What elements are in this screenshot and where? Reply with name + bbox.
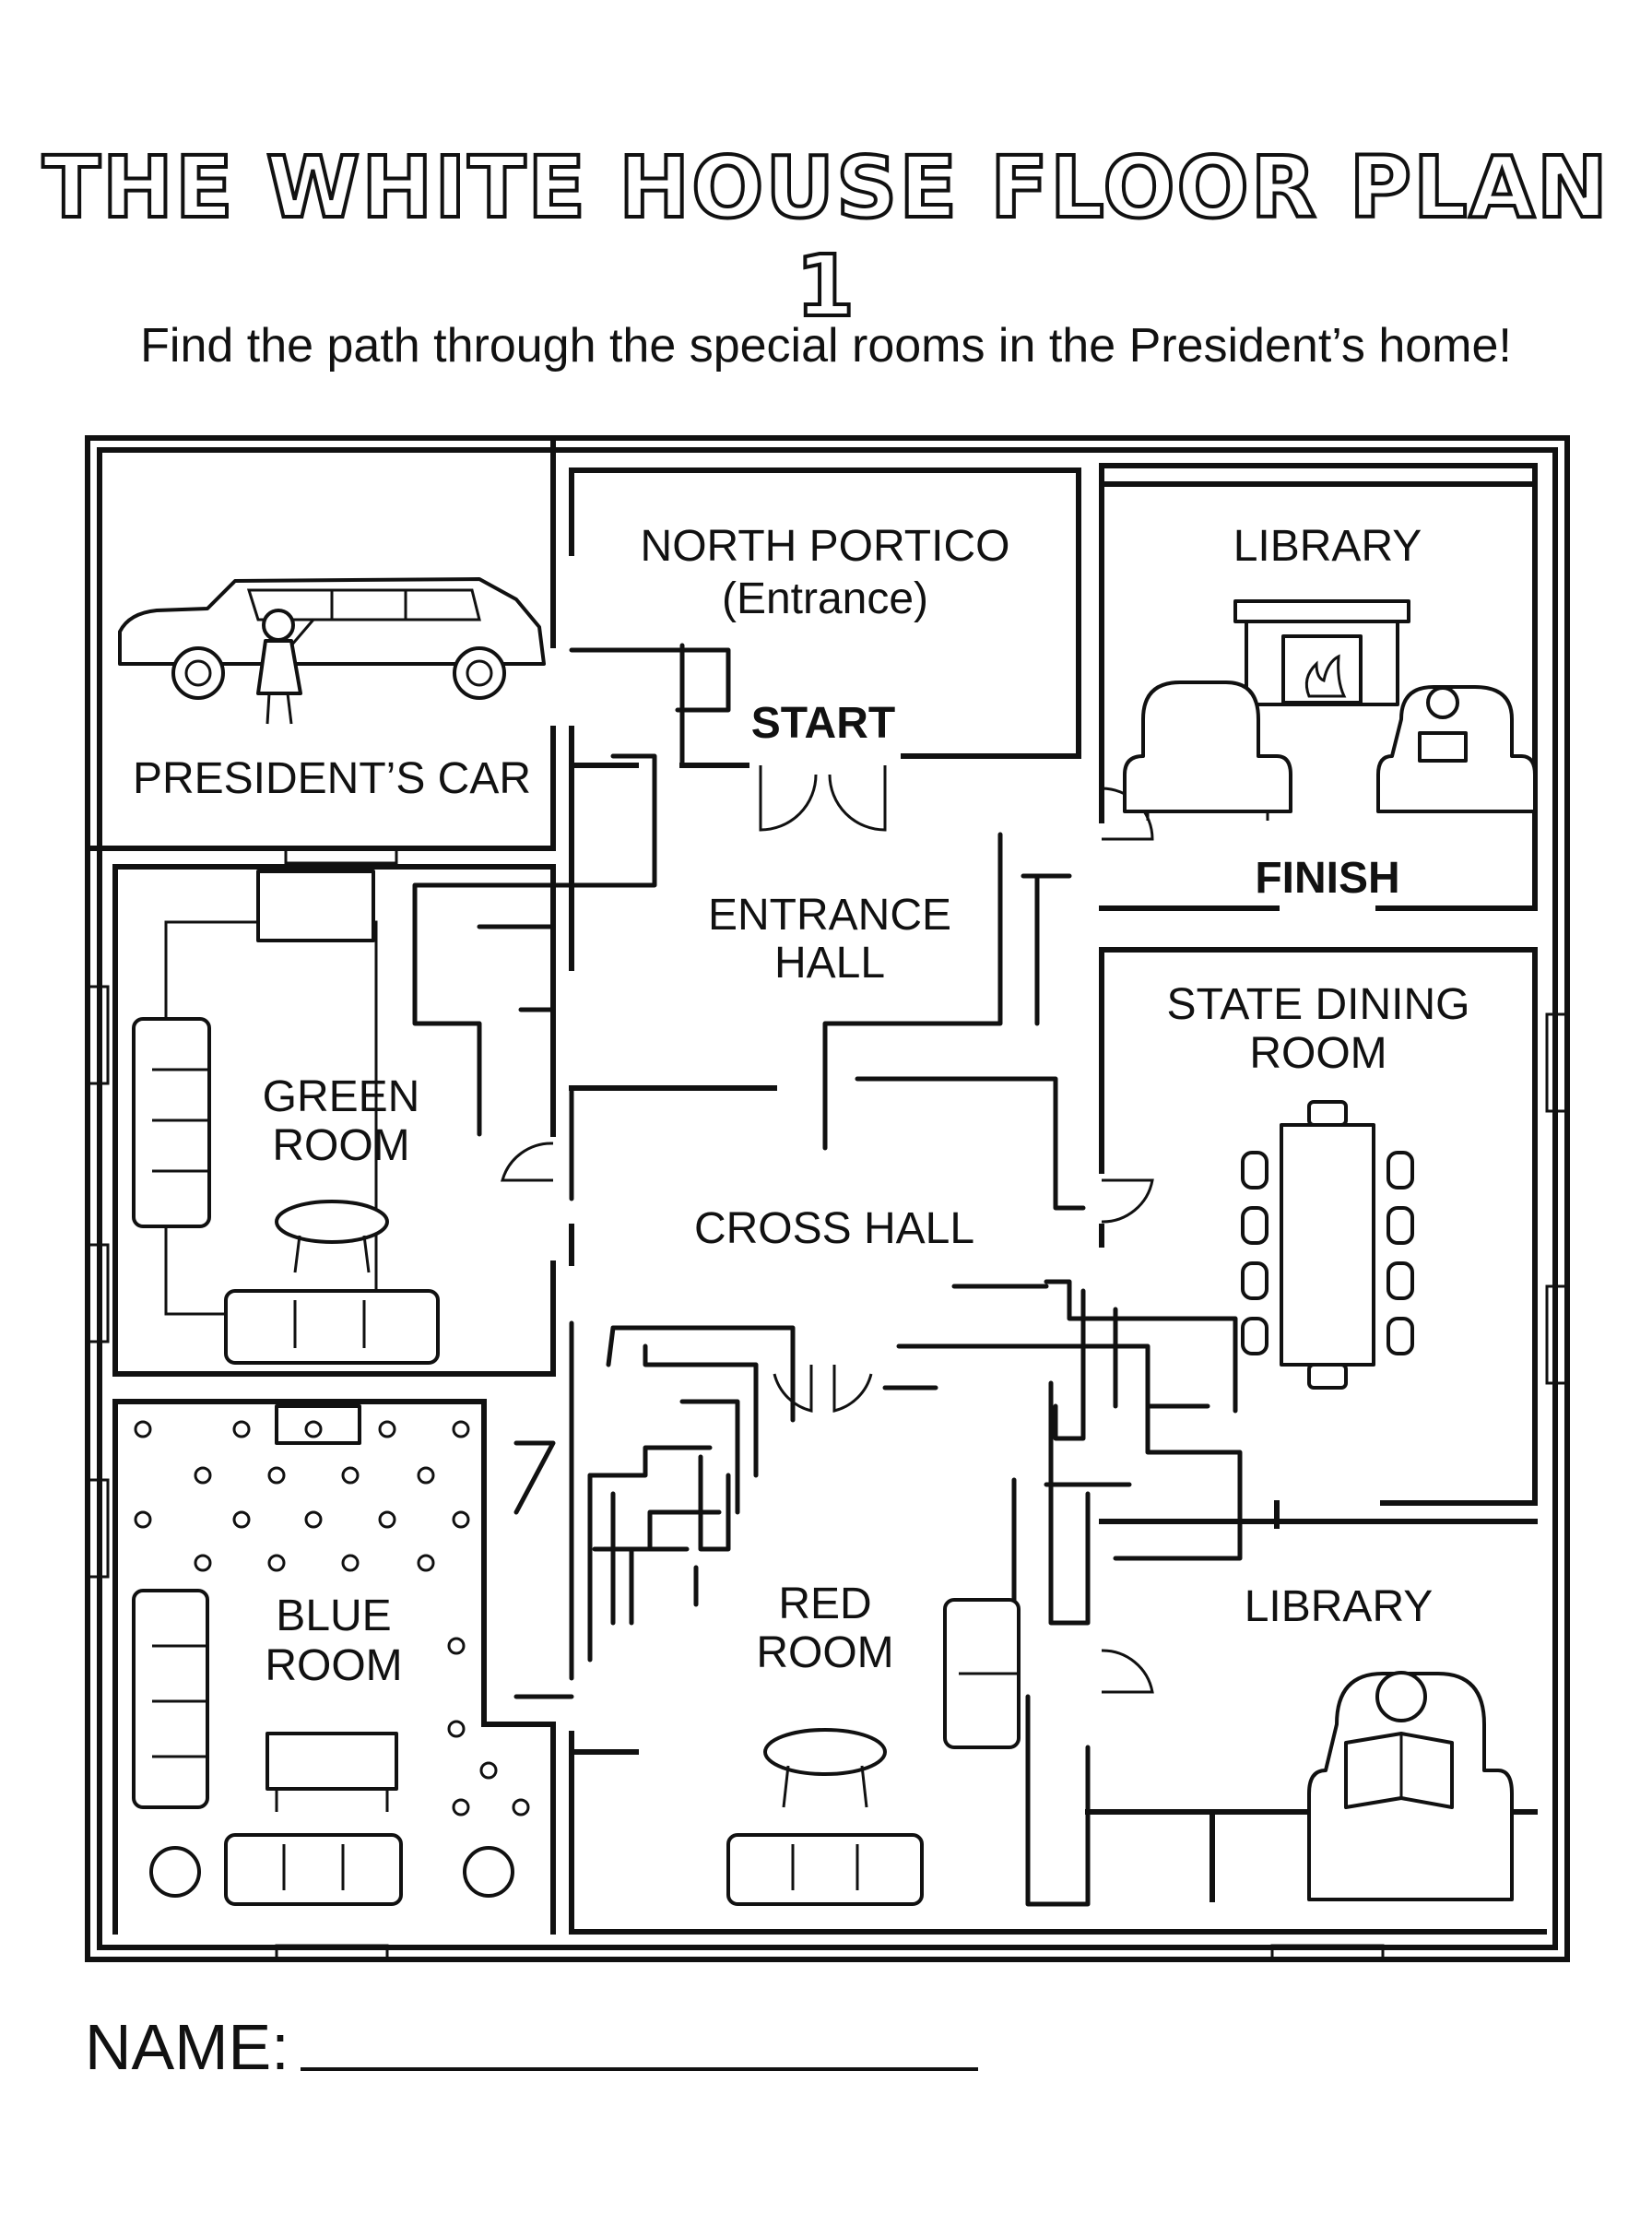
carpet-dot [341, 1466, 360, 1485]
carpet-dot [134, 1420, 152, 1438]
label-presidents-car: PRESIDENT’S CAR [133, 754, 531, 803]
carpet-dot [447, 1637, 466, 1655]
green-room-furniture [132, 870, 440, 1365]
label-blue-room-2: ROOM [265, 1641, 402, 1690]
room-walls [85, 440, 1547, 1935]
carpet-dot [194, 1554, 212, 1572]
page-subtitle: Find the path through the special rooms … [140, 319, 1512, 373]
carpet-dot [378, 1510, 396, 1529]
carpet-dot [267, 1554, 286, 1572]
carpet-dot [341, 1554, 360, 1572]
carpet-dot [232, 1510, 251, 1529]
outer-walls [85, 435, 1570, 1962]
label-red-room-1: RED [778, 1580, 871, 1628]
label-north-portico: NORTH PORTICO [641, 522, 1010, 571]
label-library-top: LIBRARY [1233, 522, 1422, 571]
label-green-room-1: GREEN [263, 1072, 420, 1121]
reading-child-armchair-icon [1307, 1671, 1514, 1901]
start-marker[interactable]: START [751, 699, 895, 748]
carpet-dot [452, 1510, 470, 1529]
label-red-room-2: ROOM [756, 1628, 893, 1677]
label-library-bottom: LIBRARY [1245, 1582, 1434, 1631]
carpet-dot [452, 1420, 470, 1438]
carpet-dot [304, 1510, 323, 1529]
carpet-dot [134, 1510, 152, 1529]
room-labels: NORTH PORTICO (Entrance) LIBRARY PRESIDE… [133, 522, 1469, 1690]
doors [501, 765, 1154, 1694]
carpet-dot [417, 1554, 435, 1572]
name-field[interactable]: NAME: [85, 2010, 978, 2084]
label-blue-room-1: BLUE [276, 1592, 391, 1640]
carpet-dot [479, 1761, 498, 1780]
label-state-dining-2: ROOM [1249, 1029, 1386, 1078]
child-figure-icon [256, 609, 315, 725]
label-entrance-hall-2: HALL [774, 939, 885, 988]
dining-table-icon [1241, 1100, 1414, 1390]
carpet-dot [378, 1420, 396, 1438]
label-north-portico-sub: (Entrance) [722, 574, 928, 623]
name-line[interactable] [300, 2067, 978, 2071]
blue-room-furniture [132, 1404, 514, 1906]
carpet-dot [447, 1720, 466, 1738]
carpet-dot [267, 1466, 286, 1485]
label-cross-hall: CROSS HALL [694, 1204, 974, 1253]
finish-marker[interactable]: FINISH [1255, 854, 1399, 903]
red-room-furniture [726, 1598, 1021, 1906]
carpet-dot [452, 1798, 470, 1817]
armchair-reader-icon [1376, 685, 1537, 813]
armchair-icon [1123, 680, 1292, 821]
blue-room-dots [134, 1420, 530, 1817]
carpet-dot [512, 1798, 530, 1817]
carpet-dot [417, 1466, 435, 1485]
maze-paths[interactable] [412, 643, 1243, 1907]
name-label: NAME: [85, 2011, 289, 2083]
windows [86, 846, 1569, 1961]
label-state-dining-1: STATE DINING [1167, 980, 1470, 1029]
carpet-dot [304, 1420, 323, 1438]
label-entrance-hall-1: ENTRANCE [708, 891, 951, 940]
carpet-dot [194, 1466, 212, 1485]
fireplace-icon [1233, 599, 1410, 706]
car-icon [118, 577, 546, 700]
label-green-room-2: ROOM [272, 1121, 409, 1170]
page-title: THE WHITE HOUSE FLOOR PLAN 1 [41, 136, 1610, 337]
carpet-dot [232, 1420, 251, 1438]
